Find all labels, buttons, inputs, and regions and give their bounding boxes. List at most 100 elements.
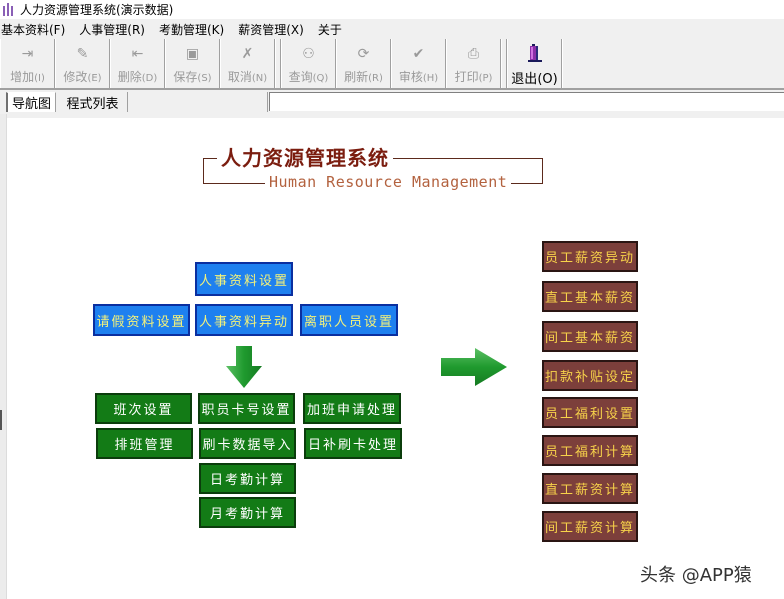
approve-label: 审核: [398, 70, 423, 84]
delete-label: 删除: [117, 70, 142, 84]
exit-button[interactable]: 退出(O): [507, 39, 562, 88]
node-card-number-setup[interactable]: 职员卡号设置: [198, 393, 295, 424]
tab-spacer: [129, 92, 268, 112]
node-resigned-setup[interactable]: 离职人员设置: [300, 304, 398, 336]
save-shortcut: (S): [197, 73, 212, 84]
refresh-shortcut: (R): [368, 73, 383, 84]
cancel-button[interactable]: ✗ 取消(N): [220, 39, 275, 88]
refresh-icon: ⟳: [357, 46, 370, 62]
menu-bar: 基本资料(F) 人事管理(R) 考勤管理(K) 薪资管理(X) 关于: [0, 19, 784, 39]
cancel-label: 取消: [227, 70, 252, 84]
node-deduction-allowance[interactable]: 扣款补贴设定: [542, 360, 638, 391]
node-indirect-salary-calc[interactable]: 间工薪资计算: [542, 511, 638, 542]
check-icon: ✔: [412, 46, 425, 62]
menu-about[interactable]: 关于: [317, 22, 342, 37]
toolbar-separator: [501, 39, 507, 88]
title-bar: 人力资源管理系统(演示数据): [0, 0, 784, 19]
node-label: 月考勤计算: [209, 507, 285, 522]
node-direct-salary-calc[interactable]: 直工薪资计算: [542, 473, 638, 504]
node-label: 间工基本薪资: [544, 331, 635, 346]
refresh-label: 刷新: [344, 70, 369, 84]
splitter-handle[interactable]: [0, 410, 4, 430]
node-label: 刷卡数据导入: [202, 438, 293, 453]
query-button[interactable]: ⚇ 查询(Q): [281, 39, 336, 88]
node-label: 人事资料设置: [198, 273, 289, 289]
node-label: 间工薪资计算: [544, 521, 635, 536]
add-icon: ⇥: [21, 46, 34, 62]
node-welfare-setup[interactable]: 员工福利设置: [542, 397, 638, 428]
navigation-canvas: 人力资源管理系统 Human Resource Management 人事资料设…: [7, 118, 784, 599]
binoculars-icon: ⚇: [302, 46, 315, 62]
edit-shortcut: (E): [87, 73, 102, 84]
arrow-right-icon: [441, 348, 507, 386]
save-label: 保存: [173, 70, 198, 84]
menu-personnel[interactable]: 人事管理(R): [79, 22, 145, 37]
system-logo: 人力资源管理系统 Human Resource Management: [203, 146, 543, 191]
node-shift-setup[interactable]: 班次设置: [95, 393, 192, 424]
node-label: 班次设置: [113, 403, 174, 418]
toolbar: ⇥ 增加(I) ✎ 修改(E) ⇤ 删除(D) ▣ 保存(S) ✗ 取消(N) …: [0, 39, 784, 90]
node-label: 人事资料异动: [198, 314, 289, 330]
tab-bar: 导航图 程式列表: [0, 90, 784, 114]
tab-navigation-map[interactable]: 导航图: [6, 92, 56, 112]
left-panel-edge: [0, 114, 7, 599]
node-label: 加班申请处理: [306, 403, 397, 418]
refresh-button[interactable]: ⟳ 刷新(R): [336, 39, 391, 88]
node-label: 员工薪资异动: [544, 251, 635, 266]
approve-shortcut: (H): [422, 73, 439, 84]
node-overtime-request[interactable]: 加班申请处理: [303, 393, 401, 424]
node-welfare-calc[interactable]: 员工福利计算: [542, 435, 638, 466]
print-label: 打印: [454, 70, 479, 84]
exit-door-icon: [526, 44, 544, 63]
node-card-data-import[interactable]: 刷卡数据导入: [199, 428, 296, 459]
search-input[interactable]: [269, 92, 784, 111]
node-label: 扣款补贴设定: [544, 370, 635, 385]
logo-title-en: Human Resource Management: [265, 173, 512, 191]
edit-icon: ✎: [76, 46, 89, 62]
toolbar-separator: [275, 39, 281, 88]
node-personnel-change[interactable]: 人事资料异动: [195, 304, 293, 336]
query-label: 查询: [288, 70, 313, 84]
edit-button[interactable]: ✎ 修改(E): [55, 39, 110, 88]
delete-button[interactable]: ⇤ 删除(D): [110, 39, 165, 88]
exit-shortcut: (O): [537, 72, 558, 87]
node-label: 日补刷卡处理: [307, 438, 398, 453]
arrow-down-icon: [226, 346, 262, 388]
node-direct-base-salary[interactable]: 直工基本薪资: [542, 281, 638, 312]
window-title: 人力资源管理系统(演示数据): [20, 3, 174, 17]
menu-attendance[interactable]: 考勤管理(K): [158, 22, 225, 37]
node-label: 排班管理: [114, 438, 175, 453]
watermark: 头条 @APP猿: [640, 565, 752, 586]
node-daily-card-supplement[interactable]: 日补刷卡处理: [304, 428, 402, 459]
approve-button[interactable]: ✔ 审核(H): [391, 39, 446, 88]
node-leave-setup[interactable]: 请假资料设置: [93, 304, 190, 336]
node-personnel-setup[interactable]: 人事资料设置: [195, 262, 293, 296]
query-shortcut: (Q): [312, 73, 329, 84]
delete-icon: ⇤: [131, 46, 144, 62]
node-label: 请假资料设置: [96, 314, 187, 330]
toolbar-empty-area: [562, 39, 784, 88]
menu-payroll[interactable]: 薪资管理(X): [238, 22, 304, 37]
node-label: 日考勤计算: [209, 473, 285, 488]
node-daily-attendance-calc[interactable]: 日考勤计算: [199, 463, 296, 494]
node-scheduling[interactable]: 排班管理: [96, 428, 193, 459]
node-salary-change[interactable]: 员工薪资异动: [542, 241, 638, 272]
logo-title-cn: 人力资源管理系统: [217, 146, 393, 170]
add-button[interactable]: ⇥ 增加(I): [0, 39, 55, 88]
save-button[interactable]: ▣ 保存(S): [165, 39, 220, 88]
node-monthly-attendance-calc[interactable]: 月考勤计算: [199, 497, 296, 528]
cancel-icon: ✗: [241, 46, 254, 62]
print-button[interactable]: ⎙ 打印(P): [446, 39, 501, 88]
menu-basic-data[interactable]: 基本资料(F): [1, 22, 66, 37]
node-label: 离职人员设置: [303, 314, 394, 330]
cancel-shortcut: (N): [251, 73, 268, 84]
delete-shortcut: (D): [141, 73, 158, 84]
node-label: 员工福利计算: [544, 445, 635, 460]
node-indirect-base-salary[interactable]: 间工基本薪资: [542, 321, 638, 352]
tab-program-list[interactable]: 程式列表: [58, 92, 128, 112]
edit-label: 修改: [63, 70, 88, 84]
add-shortcut: (I): [34, 73, 45, 84]
node-label: 员工福利设置: [544, 407, 635, 422]
exit-label: 退出: [511, 72, 538, 87]
